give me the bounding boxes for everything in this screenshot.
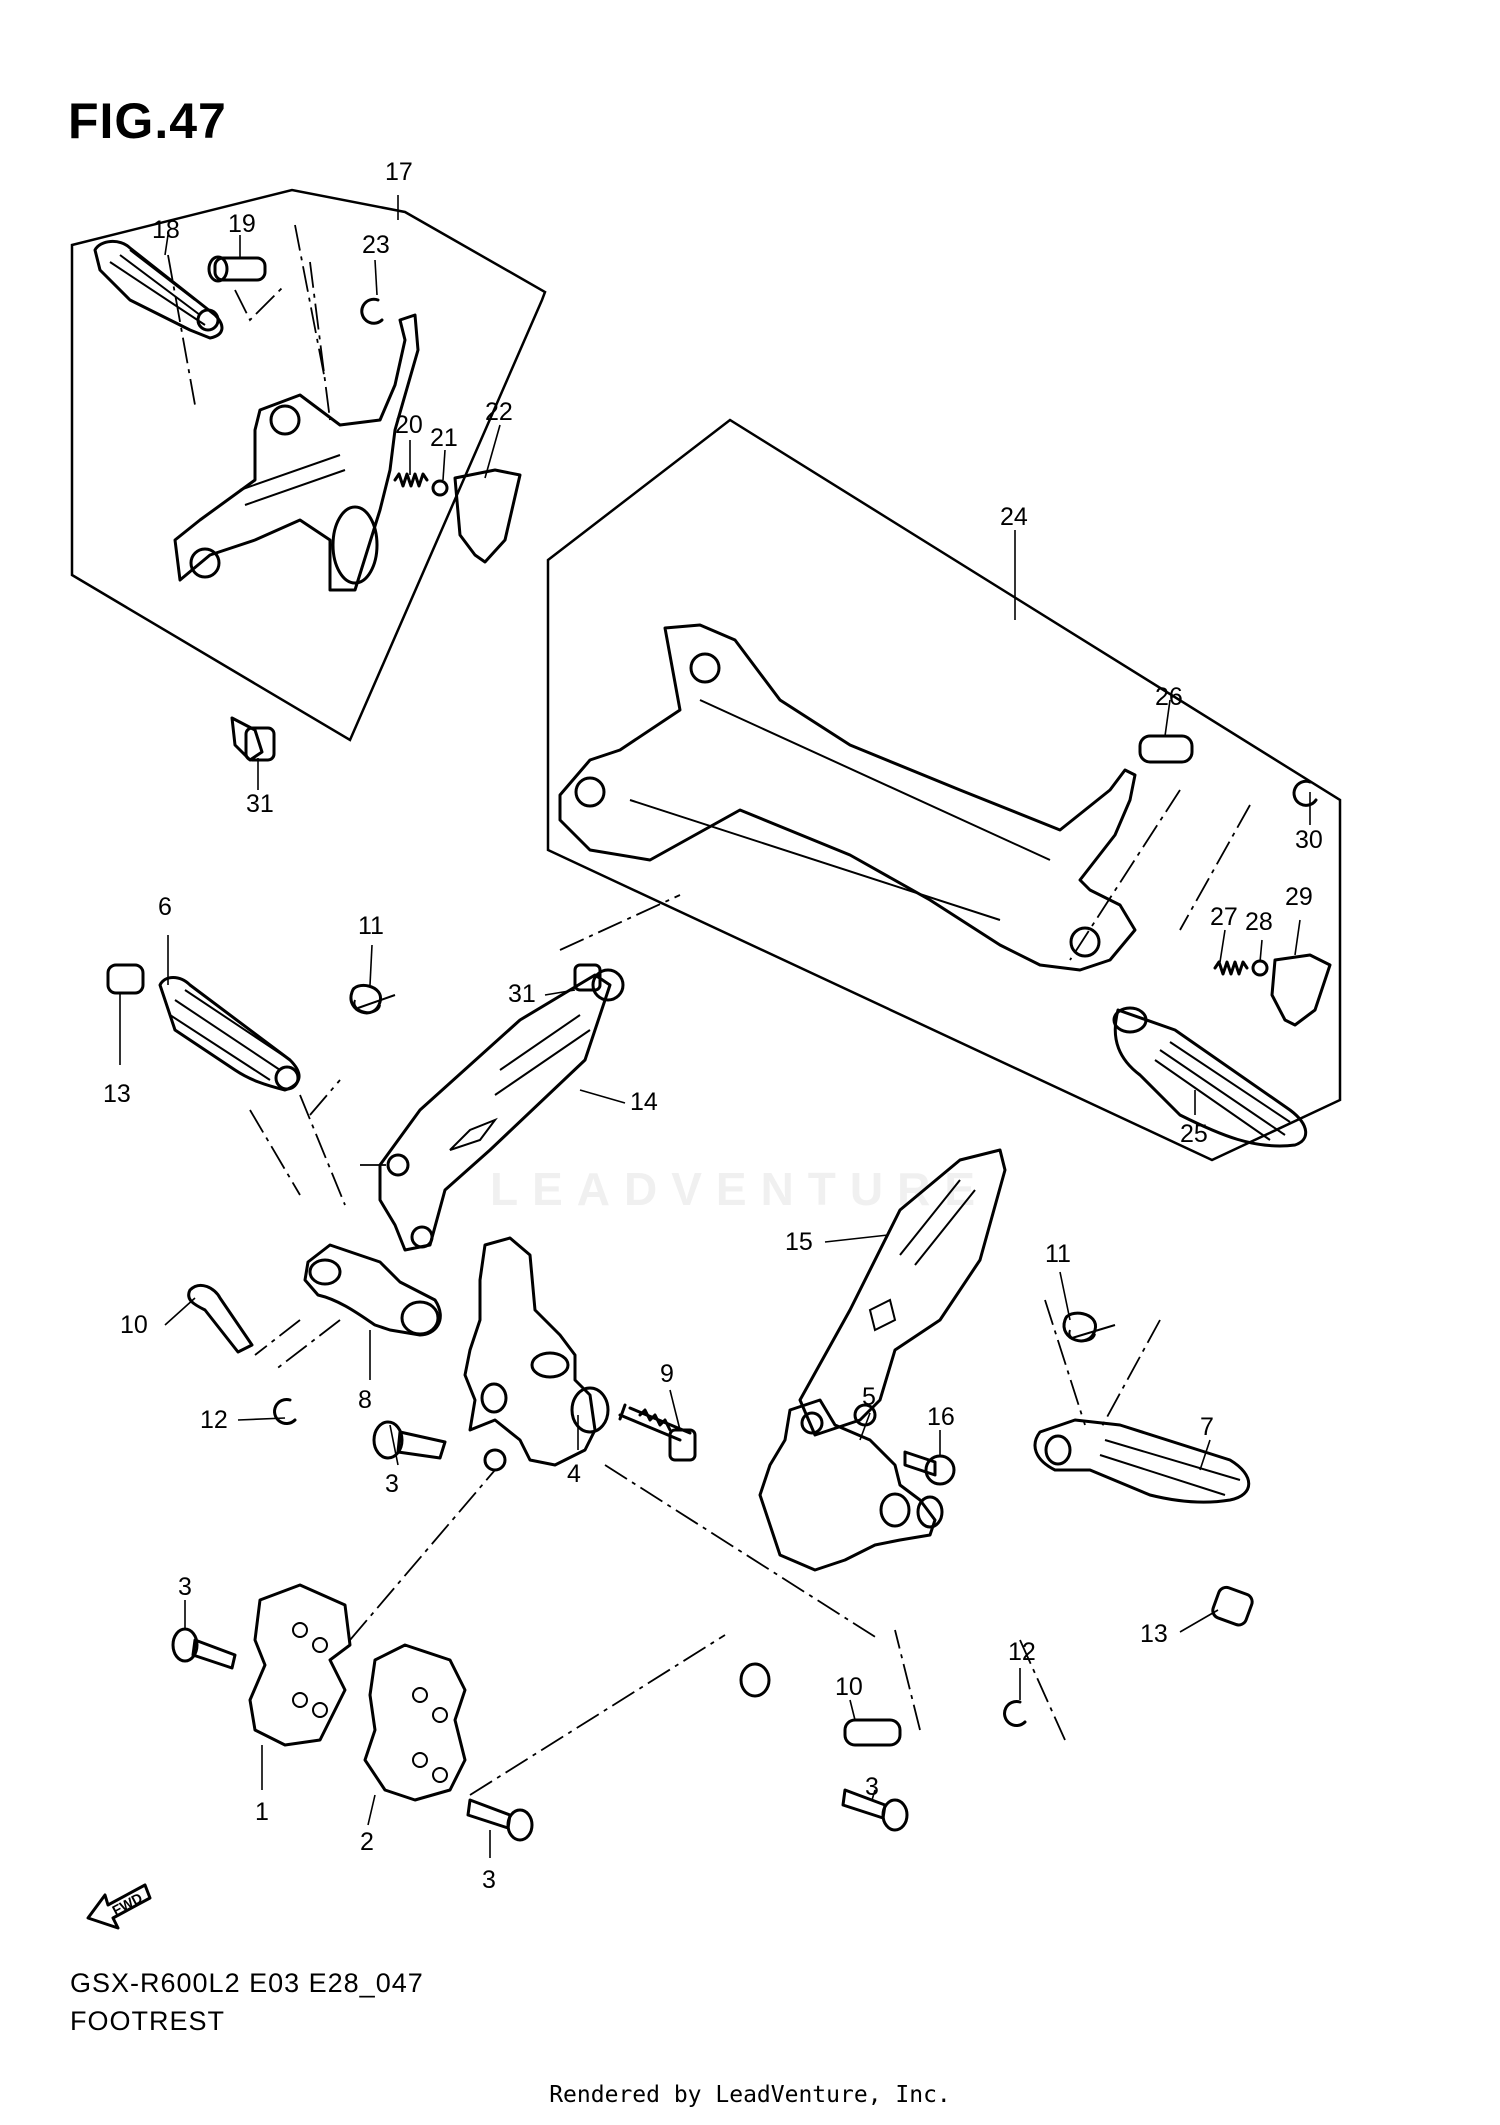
- leader-lines: [119, 195, 1311, 1858]
- part-27-spring: [1213, 960, 1249, 976]
- part-23-clip: [360, 297, 384, 325]
- callout-22: 22: [485, 398, 513, 426]
- callout-25: 25: [1180, 1120, 1208, 1148]
- callout-27: 27: [1210, 903, 1238, 931]
- callout-17: 17: [385, 158, 413, 186]
- callout-3-right: 3: [865, 1773, 879, 1801]
- figure-name: FOOTREST: [70, 2006, 225, 2036]
- part-13-cap-lower: [1211, 1585, 1254, 1627]
- part-21-ball: [431, 479, 449, 497]
- callout-5: 5: [862, 1383, 876, 1411]
- callout-28: 28: [1245, 908, 1273, 936]
- part-19-pin: [207, 255, 267, 283]
- part-28-ball: [1251, 959, 1269, 977]
- part-10-pin-lower: [843, 1718, 902, 1747]
- part-18-footpeg: [93, 240, 224, 340]
- callout-18: 18: [152, 216, 180, 244]
- part-5-bracket: [739, 1398, 944, 1698]
- part-8-pivot: [303, 1243, 442, 1337]
- group-box-17: [70, 188, 547, 742]
- part-7-footpeg: [1033, 1418, 1251, 1504]
- part-22-plate: [453, 468, 522, 564]
- part-26-pin: [1138, 734, 1194, 764]
- part-14-heel-guard: [378, 973, 612, 1252]
- render-credit: Rendered by LeadVenture, Inc.: [549, 2082, 951, 2108]
- callout-23: 23: [362, 231, 390, 259]
- callout-11-right: 11: [1045, 1240, 1071, 1268]
- part-4-bracket: [463, 1236, 610, 1472]
- part-12-clip-lower: [1003, 1700, 1027, 1727]
- part-20-spring: [393, 472, 429, 488]
- watermark: LEADVENTURE: [490, 1163, 990, 1215]
- callout-14: 14: [630, 1088, 658, 1116]
- part-13-cap: [106, 963, 145, 995]
- part-12-clip: [273, 1398, 297, 1425]
- figure-title: FIG.47: [68, 93, 227, 149]
- callout-24: 24: [1000, 503, 1028, 531]
- callout-3-left: 3: [178, 1573, 192, 1601]
- callout-15: 15: [785, 1228, 813, 1256]
- callout-4: 4: [567, 1460, 581, 1488]
- assembly-lines-mid: [249, 894, 681, 1206]
- assembly-lines-left: [254, 1164, 390, 1371]
- model-code: GSX-R600L2 E03 E28_047: [70, 1968, 424, 1998]
- callout-29: 29: [1285, 883, 1313, 911]
- part-29-plate: [1270, 953, 1332, 1027]
- part-11-spring: [349, 983, 396, 1015]
- callout-labels: 17 18 19 23 20 21 22 31 24 26 30 27 28 2…: [103, 158, 1323, 1894]
- callout-9: 9: [660, 1360, 674, 1388]
- assembly-lines-lower: [349, 1464, 1066, 1796]
- part-6-footpeg: [158, 976, 301, 1092]
- callout-31: 31: [246, 790, 274, 818]
- callout-12: 12: [200, 1406, 228, 1434]
- callout-3-mid: 3: [385, 1470, 399, 1498]
- callout-7: 7: [1200, 1413, 1214, 1441]
- callout-16: 16: [927, 1403, 955, 1431]
- callout-21: 21: [430, 424, 458, 452]
- callout-1: 1: [255, 1798, 269, 1826]
- callout-12-lower: 12: [1008, 1638, 1036, 1666]
- part-9-bolt: [618, 1403, 697, 1462]
- part-3-bolt: [372, 1420, 447, 1460]
- part-11-spring-right: [1062, 1311, 1116, 1343]
- part-3-bolt-right: [841, 1788, 909, 1832]
- part-2-plate: [363, 1643, 467, 1802]
- callout-13-lower: 13: [1140, 1620, 1168, 1648]
- assembly-lines-top: [167, 224, 331, 421]
- part-1-plate: [248, 1583, 352, 1747]
- fwd-arrow-icon: FWD: [86, 1883, 152, 1930]
- part-3-bolt-bottom: [466, 1798, 534, 1842]
- callout-10-lower: 10: [835, 1673, 863, 1701]
- callout-30: 30: [1295, 826, 1323, 854]
- assembly-lines-right: [1044, 789, 1251, 1431]
- callout-3-bottom: 3: [482, 1866, 496, 1894]
- part-16-bolt: [903, 1450, 956, 1486]
- part-15-heel-guard: [798, 1148, 1007, 1437]
- part-10-pin: [187, 1284, 254, 1354]
- callout-8: 8: [358, 1386, 372, 1414]
- callout-13: 13: [103, 1080, 131, 1108]
- callout-10: 10: [120, 1311, 148, 1339]
- callout-31-lower: 31: [508, 980, 536, 1008]
- callout-6: 6: [158, 893, 172, 921]
- callout-20: 20: [395, 411, 423, 439]
- group-box-24: [546, 418, 1342, 1162]
- part-24-bracket: [558, 623, 1137, 972]
- part-30-clip: [1292, 779, 1318, 807]
- part-31-bolt: [230, 716, 276, 762]
- part-3-bolt-left: [171, 1627, 237, 1670]
- callout-11: 11: [358, 912, 384, 940]
- callout-19: 19: [228, 210, 256, 238]
- part-25-footpeg: [1112, 1006, 1308, 1148]
- callout-2: 2: [360, 1828, 374, 1856]
- callout-26: 26: [1155, 683, 1183, 711]
- part-17-bracket: [173, 313, 420, 592]
